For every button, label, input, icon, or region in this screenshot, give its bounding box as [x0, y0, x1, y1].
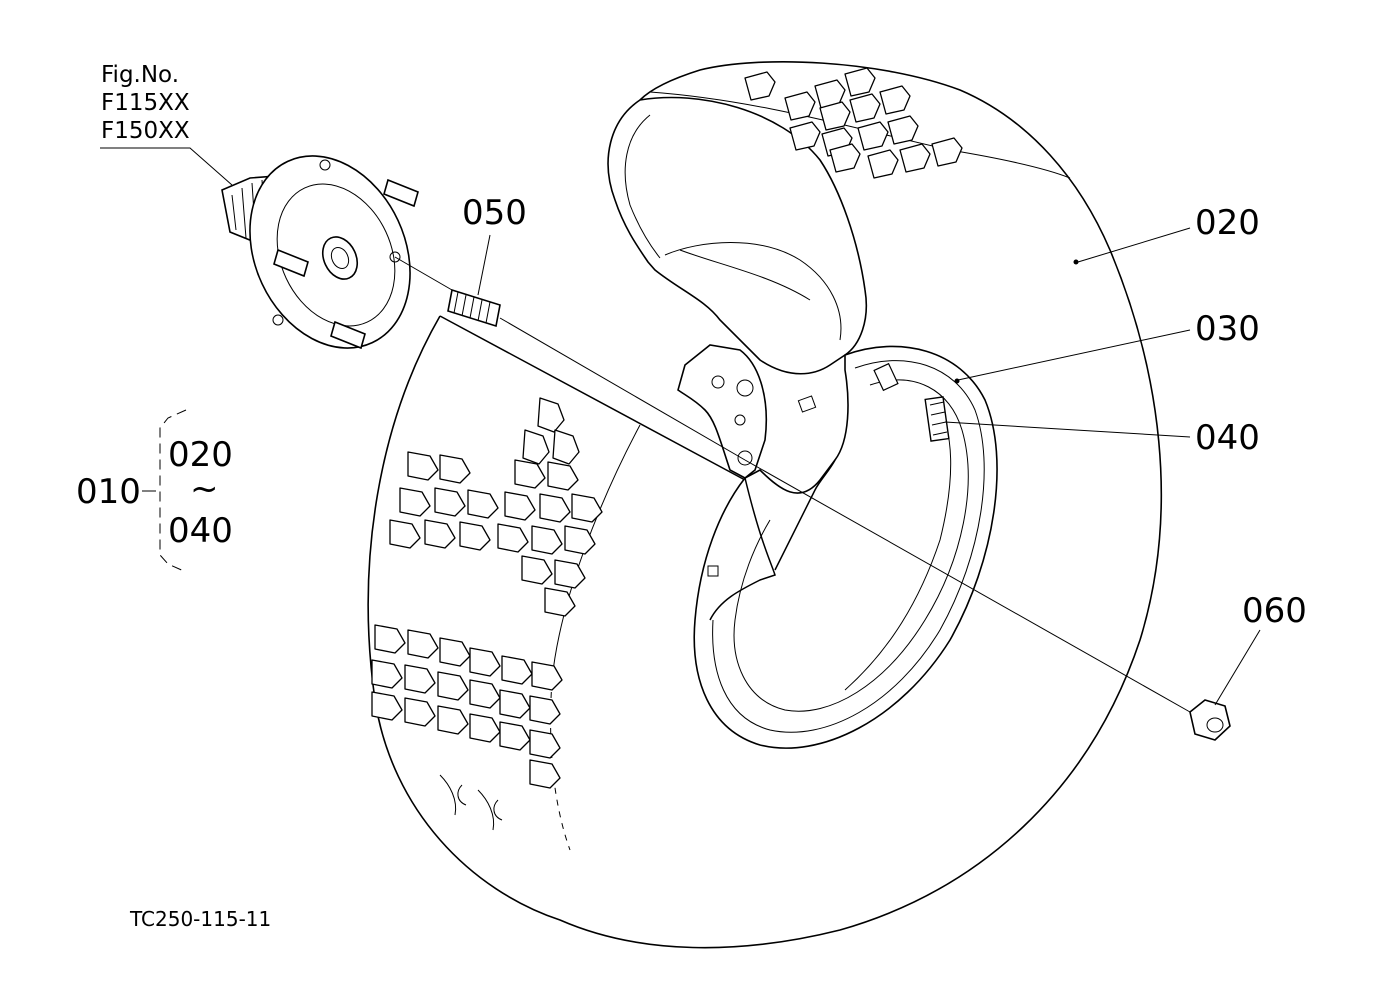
tire-cutaway-section — [607, 96, 868, 375]
wheel-nut — [1189, 699, 1231, 741]
stud-bolt — [447, 288, 501, 328]
tread-pattern-side-upper — [389, 397, 603, 617]
callout-040: 040 — [1195, 418, 1260, 458]
callout-020: 020 — [1195, 203, 1260, 243]
assembly-tilde: ~ — [190, 469, 219, 509]
tread-pattern-side-lower — [371, 624, 563, 831]
callout-060: 060 — [1242, 591, 1307, 631]
callout-050: 050 — [462, 193, 527, 233]
valve-stem — [873, 362, 950, 442]
assembly-id: 010 — [76, 472, 141, 512]
assembly-to: 040 — [168, 511, 233, 551]
wheel-center-disc — [677, 344, 768, 479]
figure-ref-line1: Fig.No. — [101, 62, 179, 88]
assembly-axis-lines — [394, 256, 1191, 713]
axle-hub-assembly — [221, 155, 419, 350]
callout-030: 030 — [1195, 309, 1260, 349]
figure-ref-line2: F115XX — [101, 90, 190, 116]
assembly-from: 020 — [168, 435, 233, 475]
assembly-group-010: 010 020 ~ 040 — [76, 409, 233, 573]
figure-reference: Fig.No. F115XX F150XX — [101, 62, 190, 144]
tread-pattern-top — [744, 67, 963, 179]
drawing-code: TC250-115-11 — [129, 907, 271, 931]
figure-ref-line3: F150XX — [101, 118, 190, 144]
leader-lines — [100, 147, 1261, 706]
